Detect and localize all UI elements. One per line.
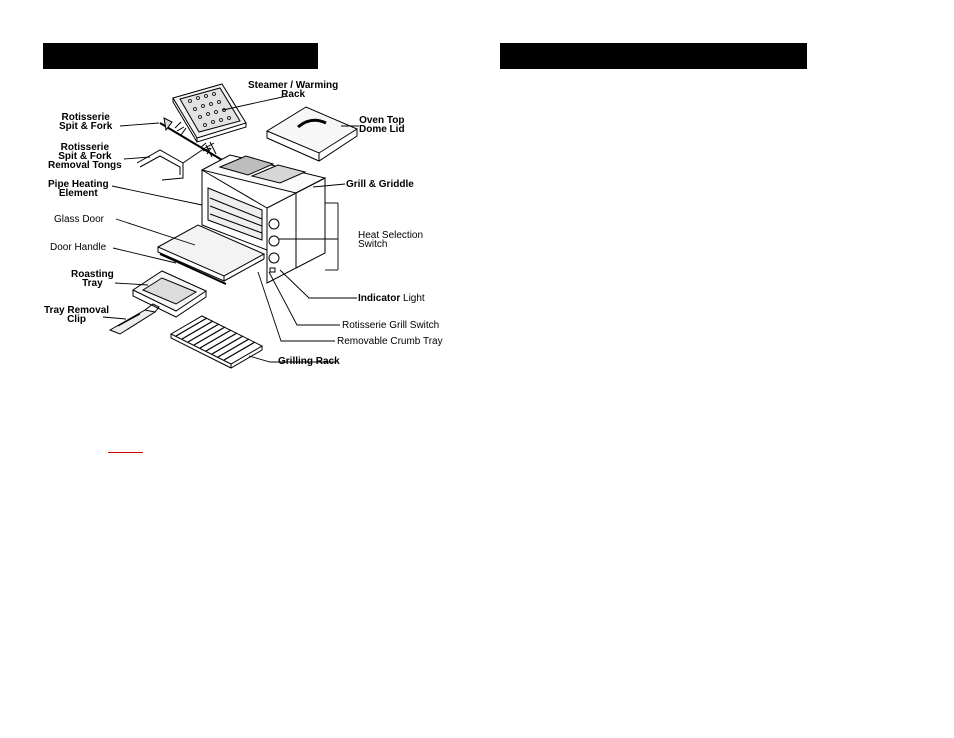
label-tray-removal-clip-line1: Tray Removal [44, 305, 110, 316]
label-grilling-rack: Grilling Rack [278, 356, 340, 367]
label-steamer-rack-line2: Rack [281, 89, 306, 100]
steamer-rack-drawing [172, 83, 247, 143]
label-indicator-light-part2: Light [403, 293, 425, 304]
label-removal-tongs: Rotisserie Spit & Fork Removal Tongs [48, 142, 122, 171]
label-oven-top-lid: Oven Top Dome Lid [359, 115, 405, 135]
glass-door-drawing [156, 224, 266, 285]
label-steamer-rack-line1: Steamer / Warming [248, 80, 339, 91]
label-pipe-heating-line2: Element [58, 188, 98, 199]
red-underline-mark [108, 452, 143, 453]
label-pipe-heating-line1: Pipe Heating [48, 179, 109, 190]
label-rotisserie-spit-line1: Rotisserie [61, 112, 110, 123]
label-heat-selection-line1: Heat Selection [358, 230, 424, 241]
label-removal-tongs-line2: Spit & Fork [58, 151, 112, 162]
label-indicator-light-part1: Indicator [358, 293, 401, 304]
label-roasting-tray: Roasting Tray [71, 269, 114, 289]
label-rotisserie-spit-line2: Spit & Fork [59, 121, 113, 132]
label-indicator-light: Indicator Light [358, 293, 425, 304]
label-pipe-heating: Pipe Heating Element [48, 179, 109, 199]
roasting-tray-drawing [131, 270, 208, 318]
removal-tongs-drawing [136, 141, 217, 181]
label-rotisserie-spit: Rotisserie Spit & Fork [59, 112, 113, 132]
oven-body-drawing [200, 154, 327, 284]
rotisserie-spit-drawing [159, 117, 223, 161]
label-removal-tongs-line1: Rotisserie [60, 142, 110, 153]
tray-removal-clip-drawing [108, 303, 160, 335]
label-rotisserie-switch: Rotisserie Grill Switch [342, 320, 440, 331]
label-roasting-tray-line1: Roasting [71, 269, 114, 280]
label-tray-removal-clip: Tray Removal Clip [44, 305, 110, 325]
label-steamer-rack: Steamer / Warming Rack [248, 80, 339, 100]
label-roasting-tray-line2: Tray [82, 278, 103, 289]
label-tray-removal-clip-line2: Clip [67, 314, 86, 325]
label-removal-tongs-line3: Removal Tongs [48, 160, 122, 171]
header-bar-right [500, 43, 807, 69]
label-glass-door: Glass Door [54, 214, 105, 225]
leader-lines [102, 95, 359, 363]
label-grill-griddle: Grill & Griddle [346, 179, 414, 190]
label-heat-selection: Heat Selection Switch [358, 230, 424, 250]
grilling-rack-drawing [169, 315, 264, 369]
label-oven-top-lid-line1: Oven Top [359, 115, 405, 126]
header-bar-left [43, 43, 318, 69]
dome-lid-drawing [265, 106, 359, 162]
label-crumb-tray: Removable Crumb Tray [337, 336, 443, 347]
label-heat-selection-line2: Switch [358, 239, 388, 250]
label-door-handle: Door Handle [50, 242, 107, 253]
label-oven-top-lid-line2: Dome Lid [359, 124, 405, 135]
